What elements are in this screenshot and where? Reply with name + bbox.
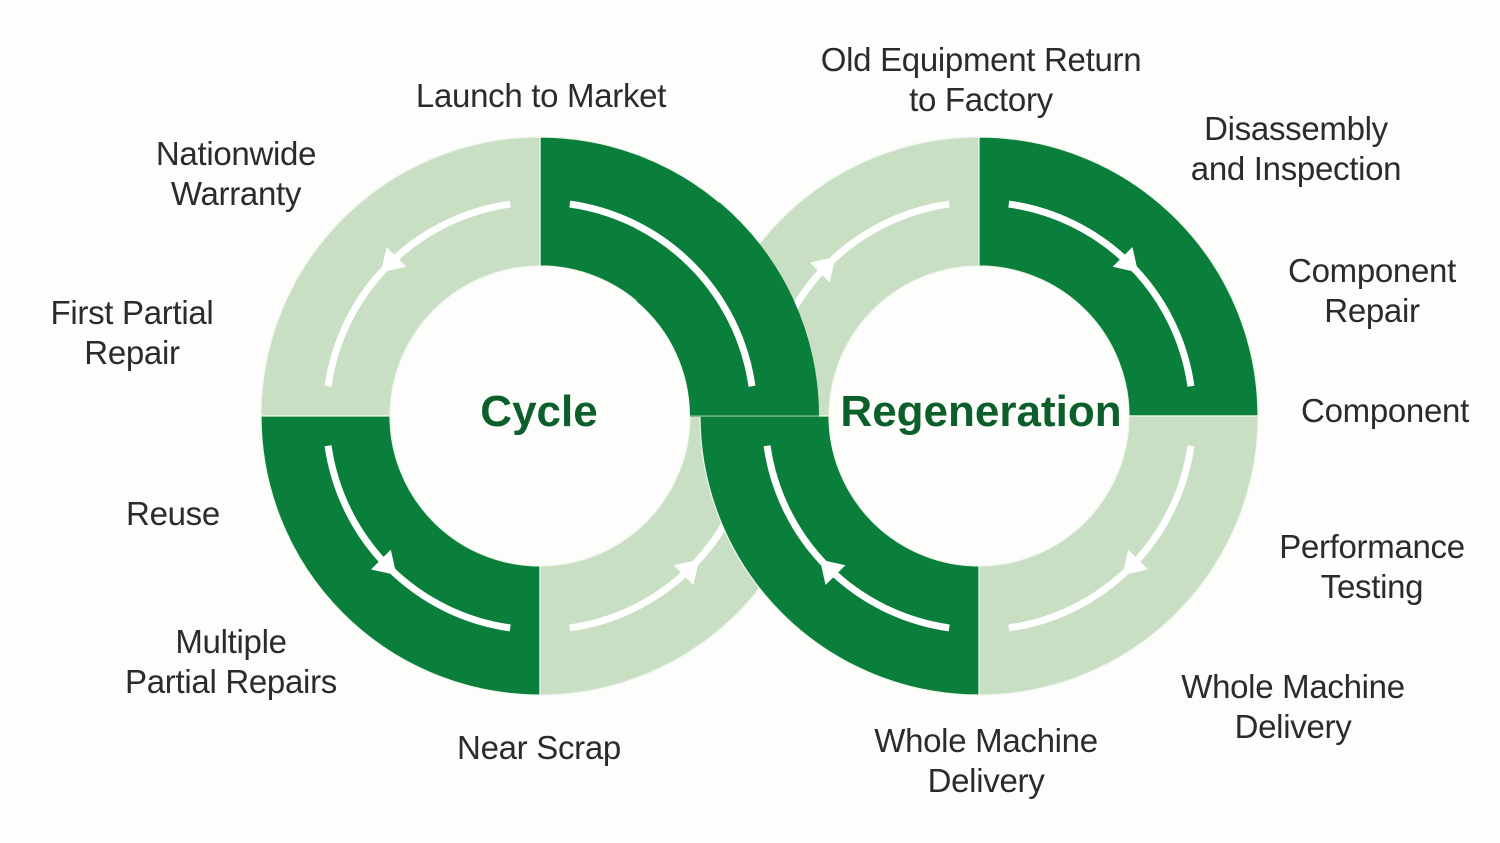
label-multiple-partial-repairs: Multiple Partial Repairs — [125, 623, 337, 700]
cycle-arrowhead-icon — [371, 549, 397, 576]
label-old-equipment-return: Old Equipment Return to Factory — [820, 41, 1142, 118]
label-whole-machine-delivery-bottom: Whole Machine Delivery — [874, 722, 1098, 799]
cycle-segment-top-left — [260, 136, 541, 417]
regeneration-segment-top-right — [978, 136, 1259, 417]
cycle-title: Cycle — [480, 387, 598, 436]
label-performance-testing: Performance Testing — [1279, 528, 1465, 605]
regeneration-arrowhead-icon — [1122, 549, 1148, 576]
cycle-arrowhead-icon — [380, 247, 407, 273]
label-component-repair: Component Repair — [1288, 252, 1456, 329]
label-disassembly-inspection: Disassembly and Inspection — [1190, 110, 1402, 187]
cycle-ring-overlap-segment — [636, 202, 819, 417]
regeneration-arrowhead-icon — [819, 559, 846, 585]
label-nationwide-warranty: Nationwide Warranty — [155, 135, 317, 212]
cycle-arrow-overlap — [675, 249, 756, 387]
cycle-segment-bottom-left — [260, 415, 541, 696]
label-reuse: Reuse — [126, 495, 220, 532]
regeneration-segment-bottom-left — [699, 415, 980, 696]
regeneration-segment-bottom-right — [978, 415, 1259, 696]
regeneration-title: Regeneration — [840, 387, 1122, 436]
regeneration-arrowhead-icon — [810, 256, 836, 283]
cycle-arrowhead-icon — [673, 559, 700, 585]
regeneration-arrowhead-icon — [1112, 247, 1139, 273]
label-launch-to-market: Launch to Market — [415, 77, 667, 114]
label-first-partial-repair: First Partial Repair — [50, 294, 214, 371]
label-near-scrap: Near Scrap — [457, 729, 621, 766]
label-component: Component — [1301, 392, 1469, 429]
label-whole-machine-delivery-right: Whole Machine Delivery — [1181, 668, 1405, 745]
